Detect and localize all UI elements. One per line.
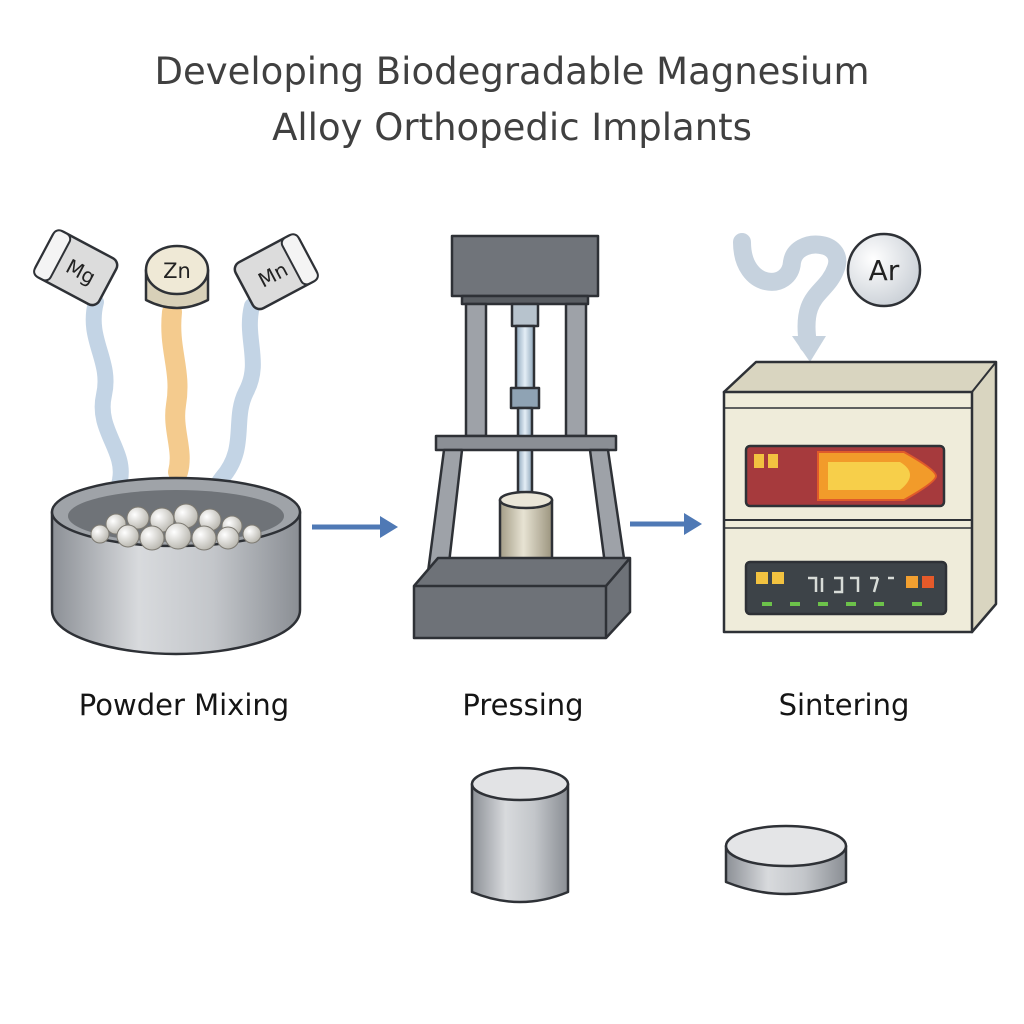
zn-powder-stream [161,302,190,482]
step-label-sintering: Sintering [778,688,910,722]
press-icon [412,234,632,640]
mn-powder-stream [200,298,261,510]
sintering-illustration: Ar [722,232,998,634]
bowl-icon [50,476,302,656]
milling-balls [90,503,262,551]
argon-gas-icon: Ar [846,232,922,308]
powder-mixing-illustration: Mg Zn Mn [33,229,319,656]
mg-container-icon: Mg [33,229,119,307]
pressed-cylinder-icon [470,766,570,904]
control-panel [744,560,948,616]
argon-label: Ar [869,254,900,287]
mn-container-icon: Mn [233,233,319,311]
zn-label: Zn [163,259,191,283]
step-label-powder-mixing: Powder Mixing [78,688,290,722]
step-label-pressing: Pressing [462,688,584,722]
arrow-icon [312,516,398,538]
gas-arrowhead [792,336,826,362]
title-line-1: Developing Biodegradable Magnesium [154,50,870,93]
gas-arrow-icon [733,233,847,353]
sintered-disc-icon [724,824,848,896]
arrow-icon [630,513,702,535]
mg-powder-stream [85,294,144,514]
furnace-icon [722,360,998,634]
title-line-2: Alloy Orthopedic Implants [272,106,752,149]
zn-container-icon: Zn [144,244,210,310]
diagram-title: Developing Biodegradable Magnesium Alloy… [0,44,1024,156]
